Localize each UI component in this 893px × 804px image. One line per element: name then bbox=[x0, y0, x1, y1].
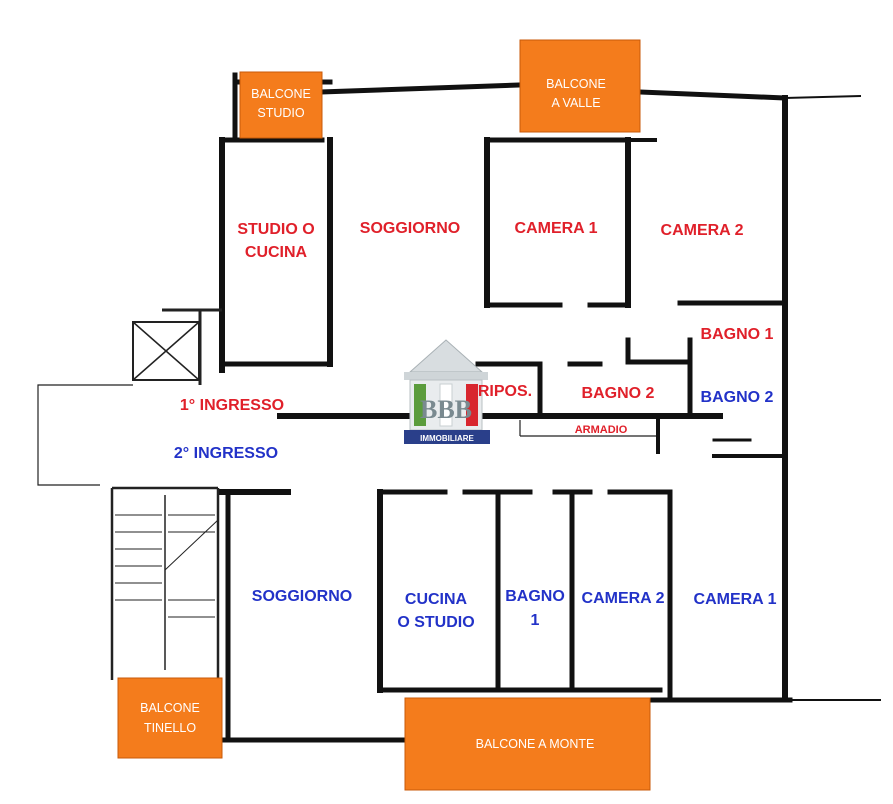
label-camera2-upper: CAMERA 2 bbox=[661, 222, 744, 239]
logo-banner: IMMOBILIARE bbox=[420, 434, 474, 443]
svg-text:STUDIO: STUDIO bbox=[257, 106, 305, 120]
label-bagno1-lower-2: 1 bbox=[531, 612, 540, 629]
label-ripos: RIPOS. bbox=[478, 383, 532, 400]
balcone-a-monte: BALCONE A MONTE bbox=[404, 697, 651, 791]
balcone-studio-line2: STUDIO bbox=[257, 106, 305, 120]
upper-unit-labels: STUDIO O CUCINA SOGGIORNO CAMERA 1 CAMER… bbox=[180, 220, 774, 436]
svg-text:BALCONE: BALCONE bbox=[251, 87, 311, 101]
balcone-a-valle: BALCONE A VALLE bbox=[519, 39, 641, 133]
label-studio-cucina-1: STUDIO O bbox=[237, 221, 314, 238]
balcone-tinello-line2: TINELLO bbox=[144, 721, 196, 735]
balcone-valle-line1: BALCONE bbox=[546, 77, 606, 91]
logo-letters: BBB bbox=[420, 395, 472, 424]
svg-text:TINELLO: TINELLO bbox=[144, 721, 196, 735]
label-bagno2-lower: BAGNO 2 bbox=[701, 389, 774, 406]
label-armadio: ARMADIO bbox=[575, 424, 628, 436]
label-ingresso-1: 1° INGRESSO bbox=[180, 397, 284, 414]
label-soggiorno-lower: SOGGIORNO bbox=[252, 588, 352, 605]
label-bagno1-upper: BAGNO 1 bbox=[701, 326, 774, 343]
label-camera2-lower: CAMERA 2 bbox=[582, 590, 665, 607]
lower-unit-labels: 2° INGRESSO BAGNO 2 SOGGIORNO CUCINA O S… bbox=[174, 389, 777, 631]
label-bagno1-lower-1: BAGNO bbox=[505, 588, 565, 605]
balcone-studio-line1: BALCONE bbox=[251, 87, 311, 101]
label-cucina-studio-1: CUCINA bbox=[405, 591, 468, 608]
label-studio-cucina-2: CUCINA bbox=[245, 244, 308, 261]
balcone-tinello-line1: BALCONE bbox=[140, 701, 200, 715]
label-ingresso-2: 2° INGRESSO bbox=[174, 445, 278, 462]
balcone-studio: BALCONE STUDIO bbox=[239, 71, 323, 139]
label-camera1-lower: CAMERA 1 bbox=[694, 591, 777, 608]
balcone-valle-line2: A VALLE bbox=[551, 96, 600, 110]
label-soggiorno-upper: SOGGIORNO bbox=[360, 220, 460, 237]
balcone-tinello: BALCONE TINELLO bbox=[117, 677, 223, 759]
svg-text:BALCONE: BALCONE bbox=[140, 701, 200, 715]
label-cucina-studio-2: O STUDIO bbox=[397, 614, 474, 631]
svg-text:BALCONE: BALCONE bbox=[546, 77, 606, 91]
label-bagno2-upper: BAGNO 2 bbox=[582, 385, 655, 402]
label-camera1-upper: CAMERA 1 bbox=[515, 220, 598, 237]
walls bbox=[37, 72, 881, 743]
balcone-monte-label: BALCONE A MONTE bbox=[476, 737, 595, 751]
agency-logo-icon: BBB IMMOBILIARE bbox=[404, 339, 490, 444]
svg-text:A VALLE: A VALLE bbox=[551, 96, 600, 110]
